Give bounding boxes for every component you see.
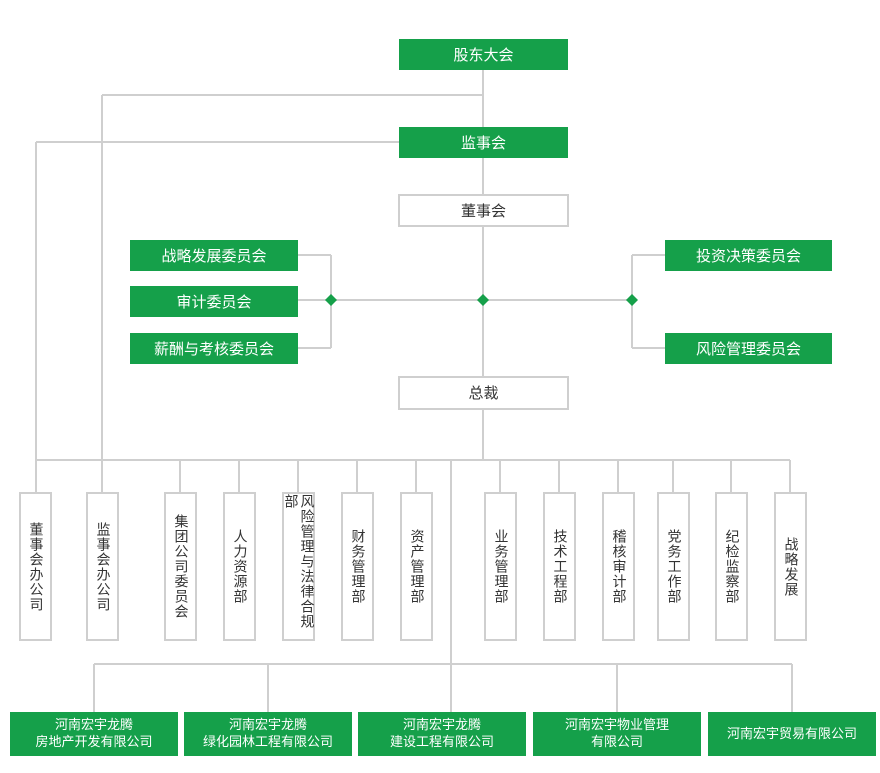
department-label: 财务管理部 [349,529,366,604]
subsidiary-name-line1: 河南宏宇物业管理 [564,718,669,733]
department-label: 资产管理部 [408,529,425,604]
department-box: 战略发展 [774,492,807,641]
department-label: 稽核审计部 [610,529,627,604]
subsidiary-name-line2: 建设工程有限公司 [389,735,494,750]
subsidiary-name-line2: 有限公司 [590,735,643,750]
department-label: 人力资源部 [231,529,248,604]
subsidiary-box: 河南宏宇龙腾 建设工程有限公司 [358,712,526,756]
subsidiary-name-line2: 房地产开发有限公司 [35,735,153,750]
department-label: 技术工程部 [551,529,568,604]
department-label: 业务管理部 [492,529,509,604]
junction-diamond [626,294,638,306]
department-box: 业务管理部 [484,492,517,641]
shareholders-meeting-label: 股东大会 [453,45,514,64]
junction-diamond [477,294,489,306]
committee-investment-box: 投资决策委员会 [665,240,832,271]
department-box: 监事会办公司 [86,492,119,641]
subsidiary-name-line1: 河南宏宇龙腾 [402,718,481,733]
committee-strategy-box: 战略发展委员会 [130,240,298,271]
committee-risk-box: 风险管理委员会 [665,333,832,364]
subsidiary-box: 河南宏宇龙腾 绿化园林工程有限公司 [184,712,352,756]
department-box: 董事会办公司 [19,492,52,641]
department-box: 技术工程部 [543,492,576,641]
department-label: 纪检监察部 [723,529,740,604]
committee-label: 审计委员会 [176,292,252,311]
committee-audit-box: 审计委员会 [130,286,298,317]
department-label: 集团公司委员会 [172,514,189,619]
ceo-box: 总裁 [398,376,569,410]
department-box: 人力资源部 [223,492,256,641]
supervisory-board-box: 监事会 [399,127,568,158]
department-box: 资产管理部 [400,492,433,641]
committee-label: 投资决策委员会 [695,246,801,265]
department-label: 党务工作部 [665,529,682,604]
ceo-label: 总裁 [468,384,499,402]
subsidiary-box: 河南宏宇贸易有限公司 [708,712,876,756]
department-box: 党务工作部 [657,492,690,641]
subsidiary-name-line2: 绿化园林工程有限公司 [202,735,333,750]
department-box: 纪检监察部 [715,492,748,641]
board-of-directors-box: 董事会 [398,194,569,227]
department-box: 风险管理与法律合规部 [282,492,315,641]
department-label: 风险管理与法律合规部 [282,494,315,629]
board-of-directors-label: 董事会 [460,201,506,220]
department-box: 财务管理部 [341,492,374,641]
department-label: 董事会办公司 [27,521,44,612]
subsidiary-box: 河南宏宇龙腾 房地产开发有限公司 [10,712,178,756]
supervisory-board-label: 监事会 [460,133,506,152]
subsidiary-name-line1: 河南宏宇贸易有限公司 [726,726,857,742]
shareholders-meeting-box: 股东大会 [399,39,568,70]
committee-compensation-box: 薪酬与考核委员会 [130,333,298,364]
department-label: 监事会办公司 [94,521,111,612]
subsidiary-name-line1: 河南宏宇龙腾 [228,718,307,733]
department-box: 稽核审计部 [602,492,635,641]
committee-label: 风险管理委员会 [695,339,801,358]
subsidiary-box: 河南宏宇物业管理 有限公司 [533,712,701,756]
junction-diamond [325,294,337,306]
department-label: 战略发展 [782,536,799,597]
subsidiary-name-line1: 河南宏宇龙腾 [54,718,133,733]
committee-label: 薪酬与考核委员会 [153,339,274,358]
committee-label: 战略发展委员会 [161,246,267,265]
department-box: 集团公司委员会 [164,492,197,641]
